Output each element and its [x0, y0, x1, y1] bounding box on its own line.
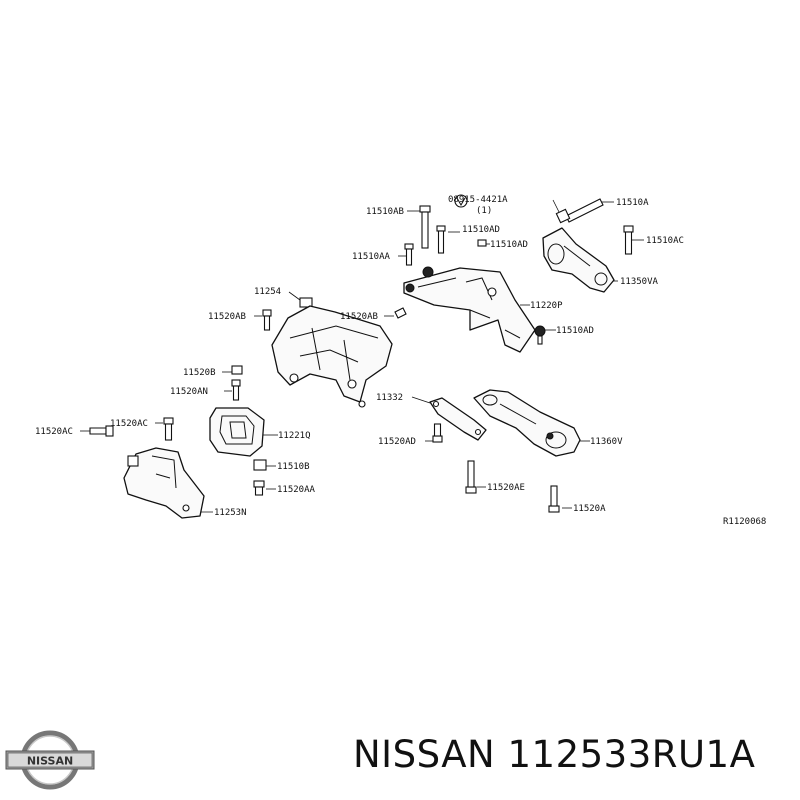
bolt-11510AD-low	[534, 325, 546, 345]
bolt-11510AB	[419, 205, 431, 249]
bolt-11520AD	[432, 423, 443, 443]
label-11520AB-right: 11520AB	[340, 312, 378, 322]
label-11254: 11254	[254, 287, 281, 297]
label-11221Q: 11221Q	[278, 431, 311, 441]
label-11520AB-left: 11520AB	[208, 312, 246, 322]
bolt-11510AA	[404, 243, 414, 266]
nut-11510B	[253, 459, 267, 471]
label-11520AC-left: 11520AC	[35, 427, 73, 437]
bolt-11520AN	[231, 379, 241, 401]
bolt-11520AC-left	[89, 425, 114, 437]
bolt-11510A	[555, 198, 604, 224]
drawing-reference: R1120068	[723, 517, 766, 527]
torque-rod-11360V	[473, 389, 581, 457]
label-11510AB: 11510AB	[366, 207, 404, 217]
bolt-11520AE	[465, 460, 477, 494]
part-number-caption: NISSAN 112533RU1A	[353, 733, 756, 776]
bolt-11510AC	[623, 225, 634, 255]
bolt-11520A	[548, 485, 560, 513]
label-11510AC: 11510AC	[646, 236, 684, 246]
bolt-11520AB-right	[394, 307, 407, 319]
bolt-11520AA	[253, 480, 265, 496]
label-bolt-spec: 08915-4421A	[448, 195, 508, 205]
bracket-11254	[271, 305, 393, 408]
label-11520AC-right: 11520AC	[110, 419, 148, 429]
label-11360V: 11360V	[590, 437, 623, 447]
bracket-11253N	[123, 447, 205, 519]
bracket-11220P	[403, 266, 536, 353]
bolt-11520AB-left	[262, 309, 272, 331]
label-11510AA: 11510AA	[352, 252, 391, 262]
label-11520AE: 11520AE	[487, 483, 525, 493]
label-11510AD-mid: 11510AD	[490, 240, 528, 250]
parts-diagram: 11510AB 08915-4421A (1) 11510AD 11510AA …	[35, 194, 766, 527]
label-11332: 11332	[376, 393, 403, 403]
label-11253N: 11253N	[214, 508, 247, 518]
nissan-logo-icon: NISSAN	[5, 730, 95, 790]
label-11220P: 11220P	[530, 301, 563, 311]
bolt-11520B	[231, 365, 243, 375]
label-11510A: 11510A	[616, 198, 649, 208]
label-11520AA: 11520AA	[277, 485, 316, 495]
label-11510AD-top: 11510AD	[462, 225, 500, 235]
bolt-11510AD-mid	[477, 239, 487, 247]
label-bolt-spec-qty: (1)	[476, 206, 492, 216]
label-11520A: 11520A	[573, 504, 606, 514]
label-11510AD-low: 11510AD	[556, 326, 594, 336]
spec-symbol-mark	[456, 197, 466, 207]
insulator-11221Q	[209, 407, 265, 457]
mount-11350VA	[542, 227, 615, 293]
label-11520AD: 11520AD	[378, 437, 416, 447]
label-11350VA: 11350VA	[620, 277, 659, 287]
label-11510B: 11510B	[277, 462, 310, 472]
label-11520B: 11520B	[183, 368, 216, 378]
spec-symbol-icon	[454, 194, 468, 208]
nut-11254	[299, 297, 313, 308]
bolt-11520AC-right	[163, 417, 174, 441]
logo-text: NISSAN	[27, 755, 73, 768]
stay-11332	[429, 397, 487, 441]
bolt-11510AD-top	[436, 225, 446, 254]
label-11520AN: 11520AN	[170, 387, 208, 397]
